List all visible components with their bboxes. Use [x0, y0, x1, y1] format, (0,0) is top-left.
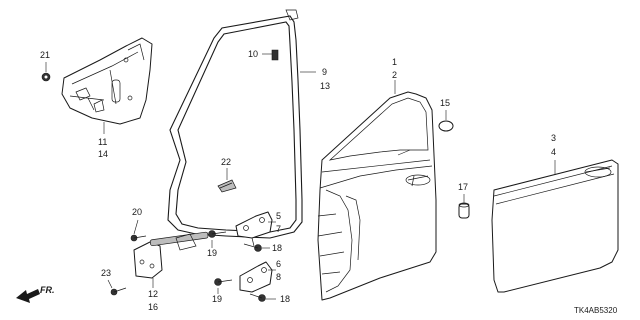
- door-weatherstrip: [167, 9, 303, 239]
- callout-4: 4: [551, 147, 556, 157]
- callout-16: 16: [148, 302, 158, 312]
- callout-19-upper: 19: [207, 248, 217, 258]
- callout-3: 3: [551, 133, 556, 143]
- callout-23: 23: [101, 268, 111, 278]
- bolt-23-part: [110, 287, 127, 296]
- lower-hinge: [239, 261, 273, 293]
- diagram-code: TK4AB5320: [574, 306, 618, 315]
- front-door-skin: [491, 159, 619, 293]
- upper-hinge: [235, 211, 273, 247]
- grommet-10-part: [271, 49, 279, 61]
- direction-label: FR.: [40, 285, 55, 295]
- seal-15-part: [438, 120, 454, 132]
- callout-15: 15: [440, 98, 450, 108]
- bolts-18-19: [208, 230, 266, 302]
- callout-17: 17: [458, 182, 468, 192]
- callout-11: 11: [98, 137, 107, 147]
- plug-22-part: [217, 179, 237, 193]
- callout-6: 6: [276, 259, 281, 269]
- clip-21-part: [41, 72, 51, 82]
- front-direction-arrow-icon: [16, 289, 40, 303]
- callout-18-lower: 18: [280, 294, 290, 304]
- bolt-20-part: [130, 234, 147, 242]
- callout-9: 9: [322, 67, 327, 77]
- callout-22: 22: [221, 157, 231, 167]
- callout-19-lower: 19: [212, 294, 222, 304]
- door-checker: [133, 231, 209, 279]
- callout-10: 10: [248, 49, 258, 59]
- callout-2: 2: [392, 70, 397, 80]
- callout-8: 8: [276, 272, 281, 282]
- door-panel-inner-cover: [61, 37, 153, 125]
- callout-14: 14: [98, 149, 108, 159]
- callout-1: 1: [392, 57, 397, 67]
- callout-21: 21: [40, 50, 50, 60]
- callout-7: 7: [276, 224, 281, 234]
- callout-13: 13: [320, 81, 330, 91]
- callout-5: 5: [276, 211, 281, 221]
- callout-18-upper: 18: [272, 243, 282, 253]
- stopper-17-part: [458, 202, 470, 219]
- callout-20: 20: [132, 207, 142, 217]
- front-door-assembly: [317, 91, 437, 301]
- callout-12: 12: [148, 289, 158, 299]
